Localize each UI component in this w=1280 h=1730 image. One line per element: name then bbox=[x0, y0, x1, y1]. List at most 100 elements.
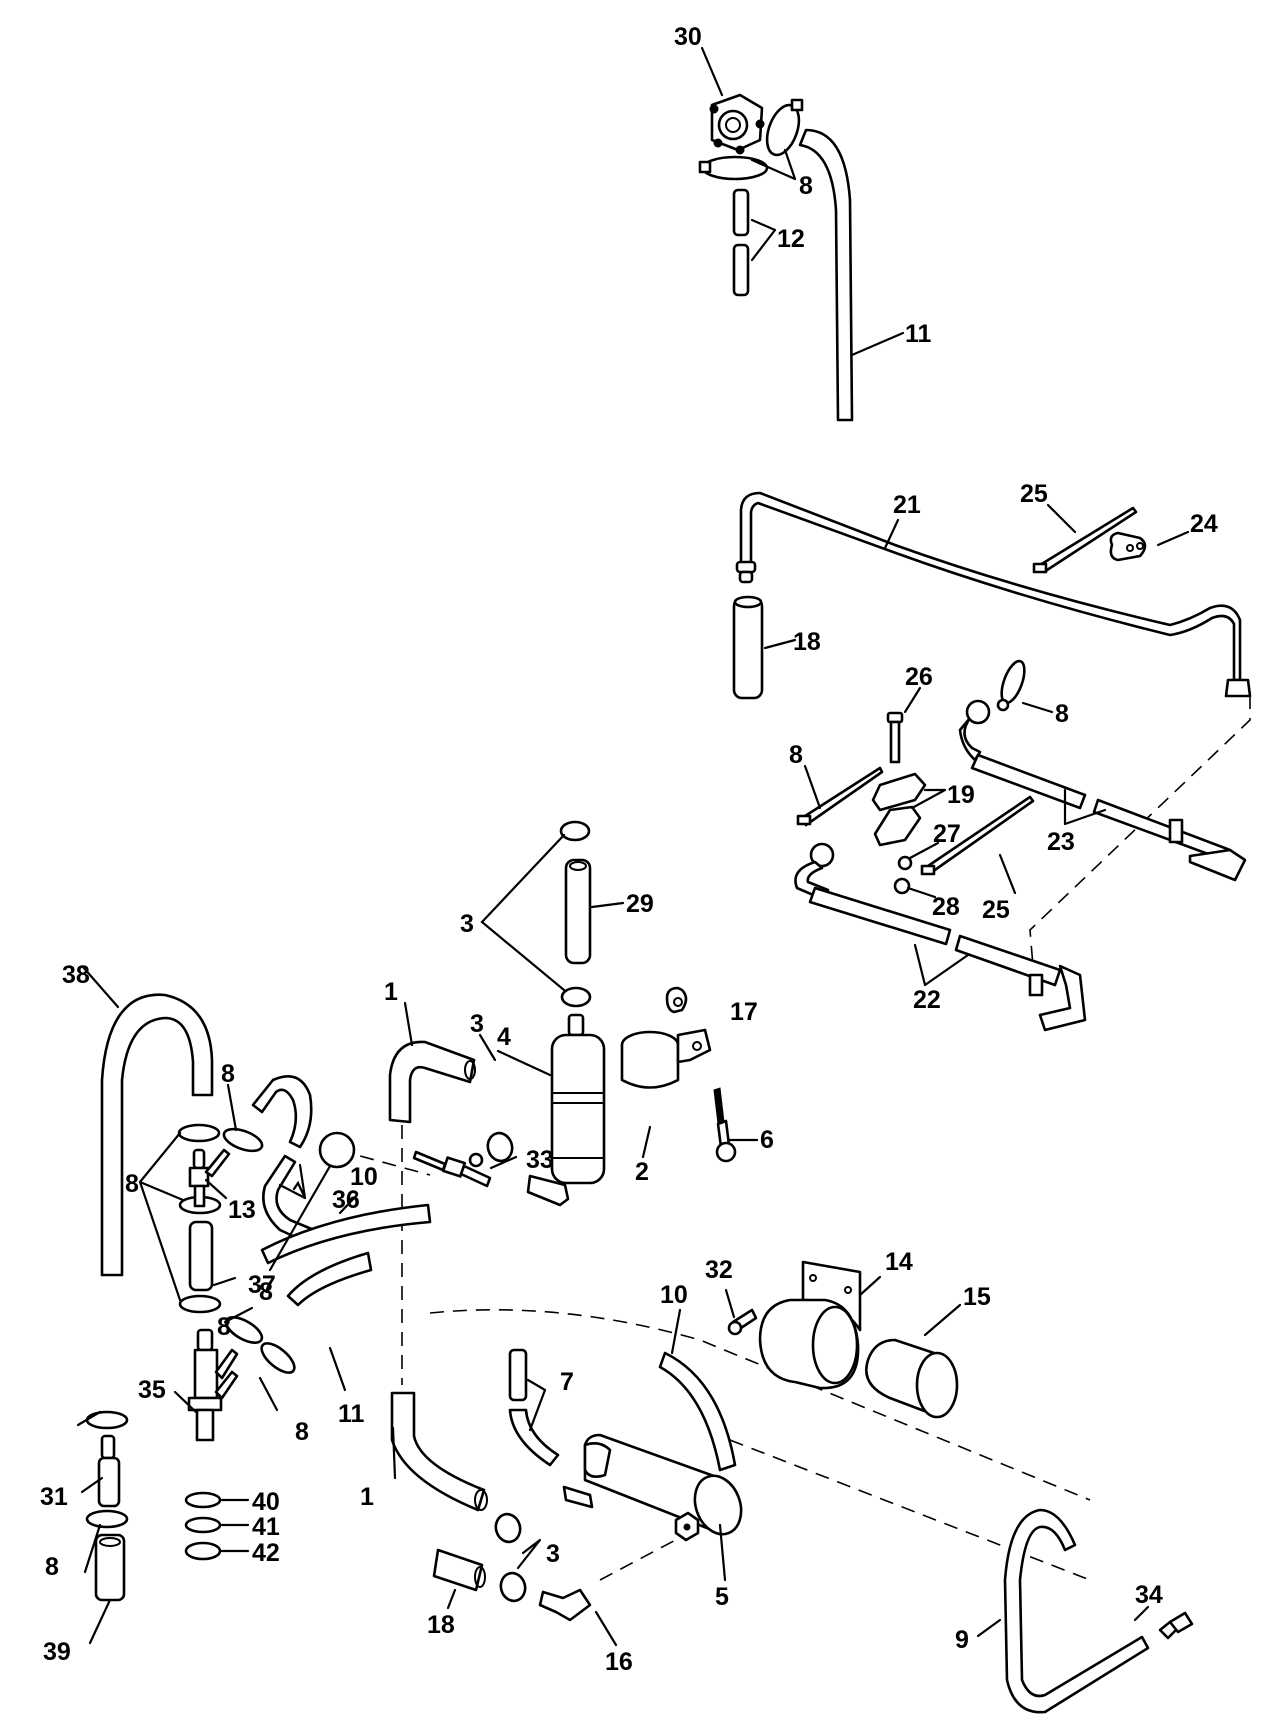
callout-37: 37 bbox=[248, 1271, 276, 1299]
hoses-12 bbox=[732, 188, 750, 297]
elbow-hose-1-lower bbox=[390, 1391, 488, 1512]
callout-30: 30 bbox=[674, 23, 702, 51]
callout-labels: 30 8 12 11 21 25 24 18 26 8 8 19 27 23 2… bbox=[40, 23, 1218, 1676]
callout-7: 7 bbox=[560, 1368, 574, 1396]
fuel-line-23 bbox=[958, 699, 1247, 882]
callout-3: 3 bbox=[460, 910, 474, 938]
tie-strap-25-upper bbox=[1032, 506, 1138, 574]
callout-8: 8 bbox=[221, 1060, 235, 1088]
callout-41: 41 bbox=[252, 1513, 280, 1541]
callout-19: 19 bbox=[947, 781, 975, 809]
assembly-line-filter-to-9 bbox=[729, 1439, 1091, 1581]
hoses-7 bbox=[508, 1348, 560, 1467]
hose-39 bbox=[94, 1533, 126, 1602]
callout-25: 25 bbox=[982, 896, 1010, 924]
callout-10: 10 bbox=[350, 1163, 378, 1191]
callout-8: 8 bbox=[217, 1313, 231, 1341]
clamp-8-left-group bbox=[85, 1123, 356, 1529]
leader-lines bbox=[76, 46, 1190, 1647]
clamps-3-lower bbox=[494, 1512, 527, 1603]
fitting-34 bbox=[1158, 1611, 1194, 1640]
callout-27: 27 bbox=[933, 820, 961, 848]
bolt-26 bbox=[886, 711, 904, 764]
sleeve-15 bbox=[865, 1338, 959, 1419]
hose-37 bbox=[188, 1220, 214, 1292]
callout-42: 42 bbox=[252, 1539, 280, 1567]
callout-8: 8 bbox=[259, 1278, 273, 1306]
fitting-33 bbox=[412, 1150, 492, 1188]
callout-35: 35 bbox=[138, 1376, 166, 1404]
callout-24: 24 bbox=[1190, 510, 1218, 538]
grommet-24 bbox=[1109, 531, 1147, 562]
callout-38: 38 bbox=[62, 961, 90, 989]
callout-29: 29 bbox=[626, 890, 654, 918]
hose-10-right bbox=[658, 1351, 737, 1472]
hose-18-upper bbox=[732, 595, 764, 700]
callout-16: 16 bbox=[605, 1648, 633, 1676]
nut-28 bbox=[893, 877, 911, 895]
callout-11: 11 bbox=[338, 1400, 365, 1428]
assembly-line-10-arc bbox=[429, 1309, 1091, 1501]
fitting-31 bbox=[97, 1434, 121, 1508]
callout-1: 1 bbox=[384, 978, 398, 1006]
callout-3: 3 bbox=[470, 1010, 484, 1038]
hose-11-short bbox=[286, 1251, 373, 1307]
tie-strap-25-lower bbox=[920, 795, 1035, 876]
assembly-line-16-to-filter bbox=[599, 1534, 686, 1581]
callout-25: 25 bbox=[1020, 480, 1048, 508]
callout-13: 13 bbox=[228, 1196, 256, 1224]
clamp-3-middle bbox=[486, 1131, 514, 1163]
callout-12: 12 bbox=[777, 225, 805, 253]
callout-5: 5 bbox=[715, 1583, 729, 1611]
callout-32: 32 bbox=[705, 1256, 733, 1284]
fuel-tube-21 bbox=[735, 491, 1252, 698]
callout-8: 8 bbox=[789, 741, 803, 769]
callout-9: 9 bbox=[955, 1626, 969, 1654]
callout-34: 34 bbox=[1135, 1581, 1163, 1609]
fuel-filter-4 bbox=[526, 1013, 606, 1207]
callout-8: 8 bbox=[295, 1418, 309, 1446]
washer-27 bbox=[897, 855, 913, 871]
hose-29 bbox=[564, 858, 592, 965]
fitting-35 bbox=[187, 1328, 239, 1442]
callout-22: 22 bbox=[913, 986, 941, 1014]
callout-6: 6 bbox=[760, 1126, 774, 1154]
callout-18: 18 bbox=[427, 1611, 455, 1639]
callout-8: 8 bbox=[1055, 700, 1069, 728]
callout-21: 21 bbox=[893, 491, 921, 519]
callout-15: 15 bbox=[963, 1283, 991, 1311]
elbow-16 bbox=[538, 1588, 592, 1622]
callout-28: 28 bbox=[932, 893, 960, 921]
hose-11-long bbox=[798, 128, 854, 422]
filter-bracket-2 bbox=[620, 1028, 712, 1089]
callout-11: 11 bbox=[905, 320, 932, 348]
callout-1: 1 bbox=[360, 1483, 374, 1511]
assembly-line-33-to-8 bbox=[337, 1149, 431, 1176]
callout-36: 36 bbox=[332, 1186, 360, 1214]
hose-38 bbox=[100, 993, 214, 1277]
bushing-17 bbox=[665, 986, 688, 1014]
fuel-line-22 bbox=[794, 842, 1087, 1032]
hoses-36 bbox=[251, 1075, 316, 1245]
clamp-halves-19 bbox=[871, 772, 927, 847]
elbow-hose-1-upper bbox=[388, 1040, 476, 1124]
washers-40-42 bbox=[184, 1491, 222, 1561]
callout-14: 14 bbox=[885, 1248, 913, 1276]
tie-strap-8-right bbox=[796, 766, 884, 827]
assembly-lines bbox=[337, 695, 1251, 1581]
clamp-8-right bbox=[996, 659, 1026, 712]
callout-8: 8 bbox=[125, 1170, 139, 1198]
callout-2: 2 bbox=[635, 1158, 649, 1186]
clamp-3-top bbox=[559, 820, 592, 1008]
assembly-line-22-to-23 bbox=[1029, 695, 1251, 991]
callout-4: 4 bbox=[497, 1023, 511, 1051]
callout-8: 8 bbox=[45, 1553, 59, 1581]
callout-40: 40 bbox=[252, 1488, 280, 1516]
callout-8: 8 bbox=[799, 172, 813, 200]
fuel-pump-30 bbox=[709, 93, 765, 155]
hose-18-lower bbox=[432, 1548, 486, 1592]
screw-32 bbox=[727, 1308, 758, 1336]
callout-39: 39 bbox=[43, 1638, 71, 1666]
callout-18: 18 bbox=[793, 628, 821, 656]
